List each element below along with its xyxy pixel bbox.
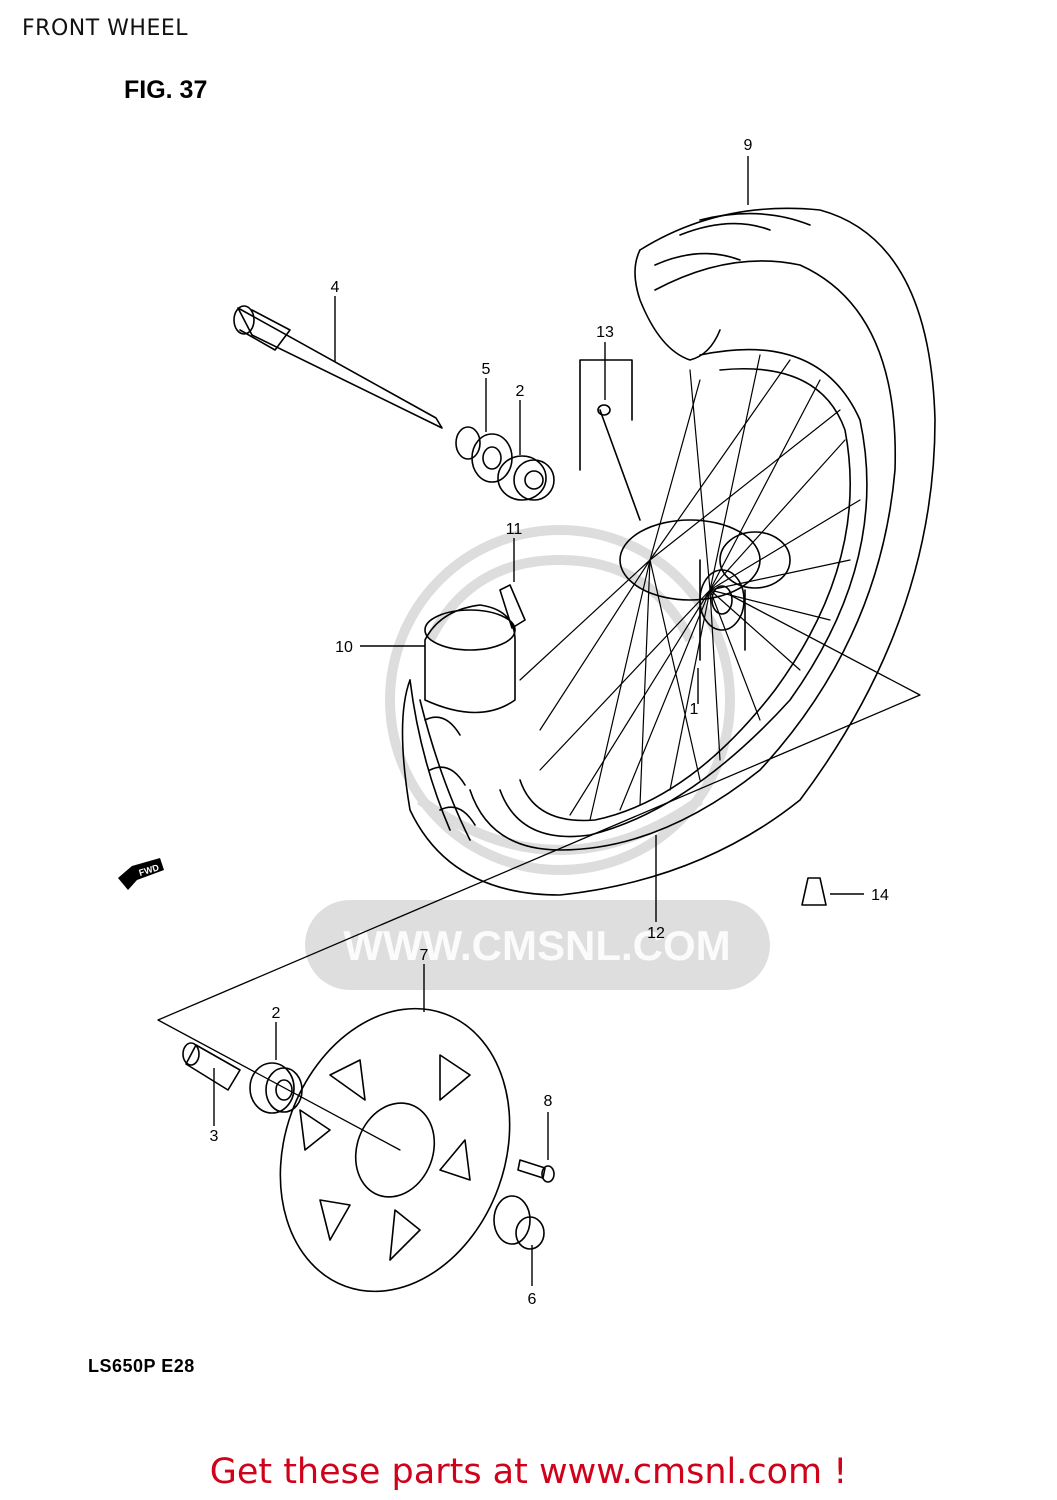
spoke-single <box>599 409 641 521</box>
callout-12: 12 <box>647 925 665 942</box>
callout-2-lower: 2 <box>272 1005 281 1022</box>
valve <box>499 584 526 629</box>
figure-label: FIG. 37 <box>124 76 208 104</box>
callout-7: 7 <box>420 947 429 964</box>
callout-13: 13 <box>596 324 614 341</box>
callout-4: 4 <box>331 279 340 296</box>
model-code: LS650P E28 <box>88 1356 195 1376</box>
spoke-bracket <box>579 359 633 471</box>
rim <box>499 348 868 838</box>
page-title: FRONT WHEEL <box>22 16 188 41</box>
watermark-text: WWW.CMSNL.COM <box>343 922 730 969</box>
callout-labels: 1 2 2 3 4 5 6 7 8 9 10 11 12 13 14 <box>210 137 889 1308</box>
nipple-13 <box>597 404 611 416</box>
callout-6: 6 <box>528 1291 537 1308</box>
collar <box>455 426 513 483</box>
callout-8: 8 <box>544 1093 553 1110</box>
brake-disc <box>279 1007 511 1293</box>
callout-3: 3 <box>210 1128 219 1145</box>
tire <box>401 207 936 896</box>
callout-1: 1 <box>690 701 699 718</box>
callout-9: 9 <box>744 137 753 154</box>
balance-weight <box>801 877 827 906</box>
assembly-lines <box>157 594 921 1151</box>
callout-10: 10 <box>335 639 353 656</box>
inner-tube <box>424 604 516 714</box>
hub <box>619 519 791 661</box>
callout-11: 11 <box>506 521 523 538</box>
callout-14: 14 <box>871 887 889 904</box>
disc-bolt <box>517 1159 555 1183</box>
lower-collar <box>493 1195 545 1250</box>
fwd-arrow-icon: FWD <box>118 858 164 890</box>
callout-2-upper: 2 <box>516 383 525 400</box>
leader-lines <box>213 156 864 1286</box>
parts-link[interactable]: Get these parts at www.cmsnl.com ! <box>209 1452 848 1492</box>
bearing-upper <box>497 455 555 501</box>
callout-5: 5 <box>482 361 491 378</box>
axle <box>233 305 443 429</box>
spacer <box>182 1042 241 1091</box>
